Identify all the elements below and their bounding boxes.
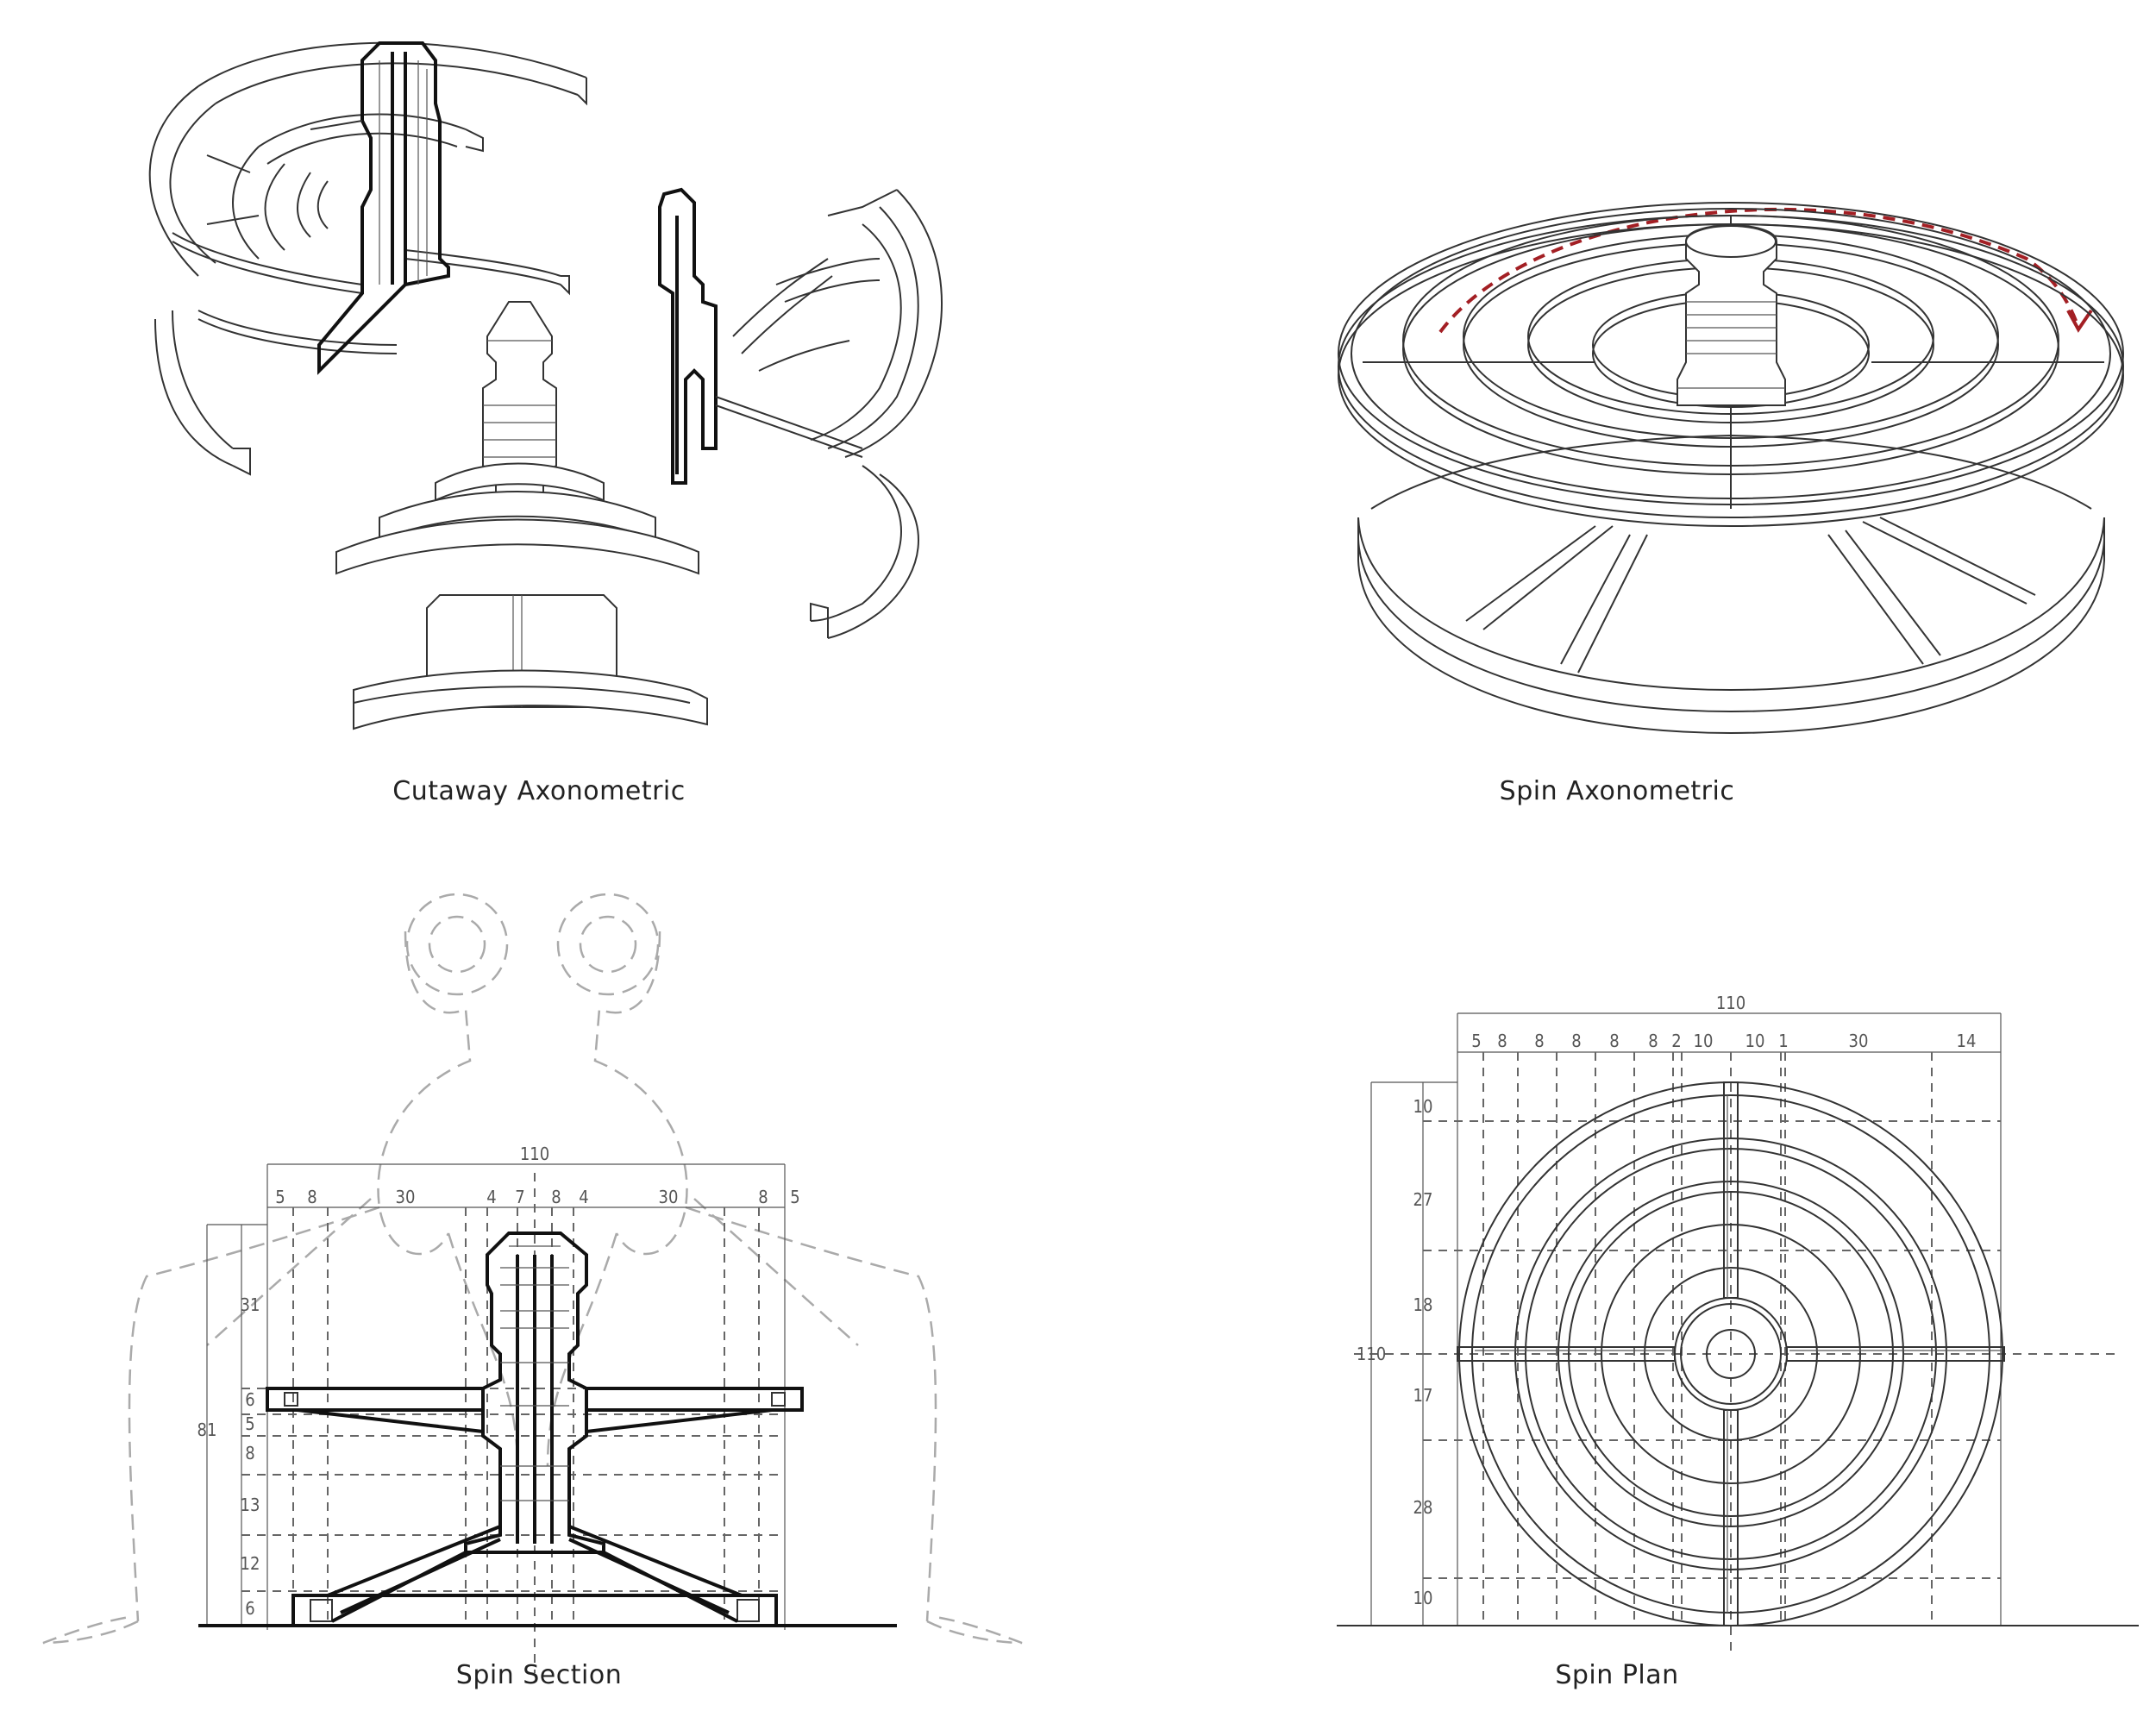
plan-dim-top: 8 [1497,1031,1507,1051]
spin-axonometric-caption: Spin Axonometric [1499,776,1735,806]
plan-dim-left: 18 [1413,1294,1433,1315]
plan-dim-overall-height: 110 [1357,1344,1386,1364]
section-dim-top: 30 [396,1187,416,1207]
section-dim-left: 12 [241,1553,260,1574]
plan-spokes [1457,1081,2005,1626]
section-dim-top: 5 [275,1187,285,1207]
plan-dim-top: 8 [1571,1031,1581,1051]
plan-dim-top: 2 [1671,1031,1681,1051]
section-dim-top: 7 [515,1187,524,1207]
section-dim-top: 8 [307,1187,317,1207]
cutaway-right-piece [658,187,943,639]
plan-dim-left: 17 [1413,1385,1433,1406]
section-dim-top-row: 5 8 30 4 7 8 4 30 8 5 [275,1187,799,1207]
section-dim-top: 4 [579,1187,588,1207]
section-dim-left: 6 [245,1598,254,1619]
spin-section-drawing: 110 5 8 30 4 7 8 4 30 8 5 81 31 6 5 8 13… [42,893,1023,1673]
plan-dim-left: 28 [1413,1497,1433,1518]
plan-dim-top-row: 5 8 8 8 8 8 2 10 10 1 30 14 [1471,1031,1976,1051]
section-dim-overall-height: 81 [197,1420,217,1440]
ghost-figure-left [42,893,519,1645]
rotation-arrow-icon [1438,207,2080,334]
plan-dim-left: 27 [1413,1189,1433,1210]
section-dim-top: 8 [551,1187,561,1207]
section-solid [198,1231,897,1627]
section-caption: Spin Section [455,1660,623,1690]
spin-section-panel: 110 5 8 30 4 7 8 4 30 8 5 81 31 6 5 8 13… [0,862,1078,1733]
cutaway-axonometric-drawing [148,41,943,730]
section-dim-left: 13 [241,1495,260,1515]
section-dim-left: 5 [245,1413,254,1434]
section-dim-top: 8 [758,1187,768,1207]
plan-dim-overall-width: 110 [1716,993,1745,1013]
plan-dim-top: 30 [1849,1031,1869,1051]
plan-caption: Spin Plan [1555,1660,1679,1690]
section-dim-top: 4 [486,1187,496,1207]
plan-dim-top: 1 [1778,1031,1788,1051]
spin-plan-drawing: 110 5 8 8 8 8 8 2 10 10 1 30 14 110 10 2… [1337,993,2139,1656]
section-dim-left: 8 [245,1443,254,1463]
spin-axonometric-drawing [1338,202,2124,735]
plan-dim-top: 5 [1471,1031,1481,1051]
section-dim-left-col: 31 6 5 8 13 12 6 [241,1294,260,1619]
cutaway-center-piece [335,301,708,730]
plan-dim-top: 10 [1694,1031,1714,1051]
section-dim-top: 30 [659,1187,679,1207]
plan-dim-left: 10 [1413,1096,1433,1117]
cutaway-left-piece [148,41,587,476]
plan-dim-top: 14 [1957,1031,1977,1051]
rotation-arrowhead-icon [2066,309,2093,333]
cutaway-axonometric-panel: Cutaway Axonometric [0,0,1078,828]
plan-dim-top: 10 [1745,1031,1765,1051]
section-dim-top: 5 [790,1187,799,1207]
plan-dim-top: 8 [1534,1031,1544,1051]
spin-axonometric-panel: Spin Axonometric [1078,0,2156,828]
section-dim-overall-width: 110 [520,1144,549,1164]
cutaway-caption: Cutaway Axonometric [392,776,686,806]
section-dim-left: 31 [241,1294,260,1315]
section-dim-left: 6 [245,1389,254,1410]
plan-grid [1354,1052,2122,1656]
spin-plan-panel: 110 5 8 8 8 8 8 2 10 10 1 30 14 110 10 2… [1078,862,2156,1733]
plan-dim-left: 10 [1413,1588,1433,1608]
plan-dim-top: 8 [1648,1031,1658,1051]
plan-dim-left-col: 10 27 18 17 28 10 [1413,1096,1433,1608]
plan-dim-top: 8 [1609,1031,1619,1051]
